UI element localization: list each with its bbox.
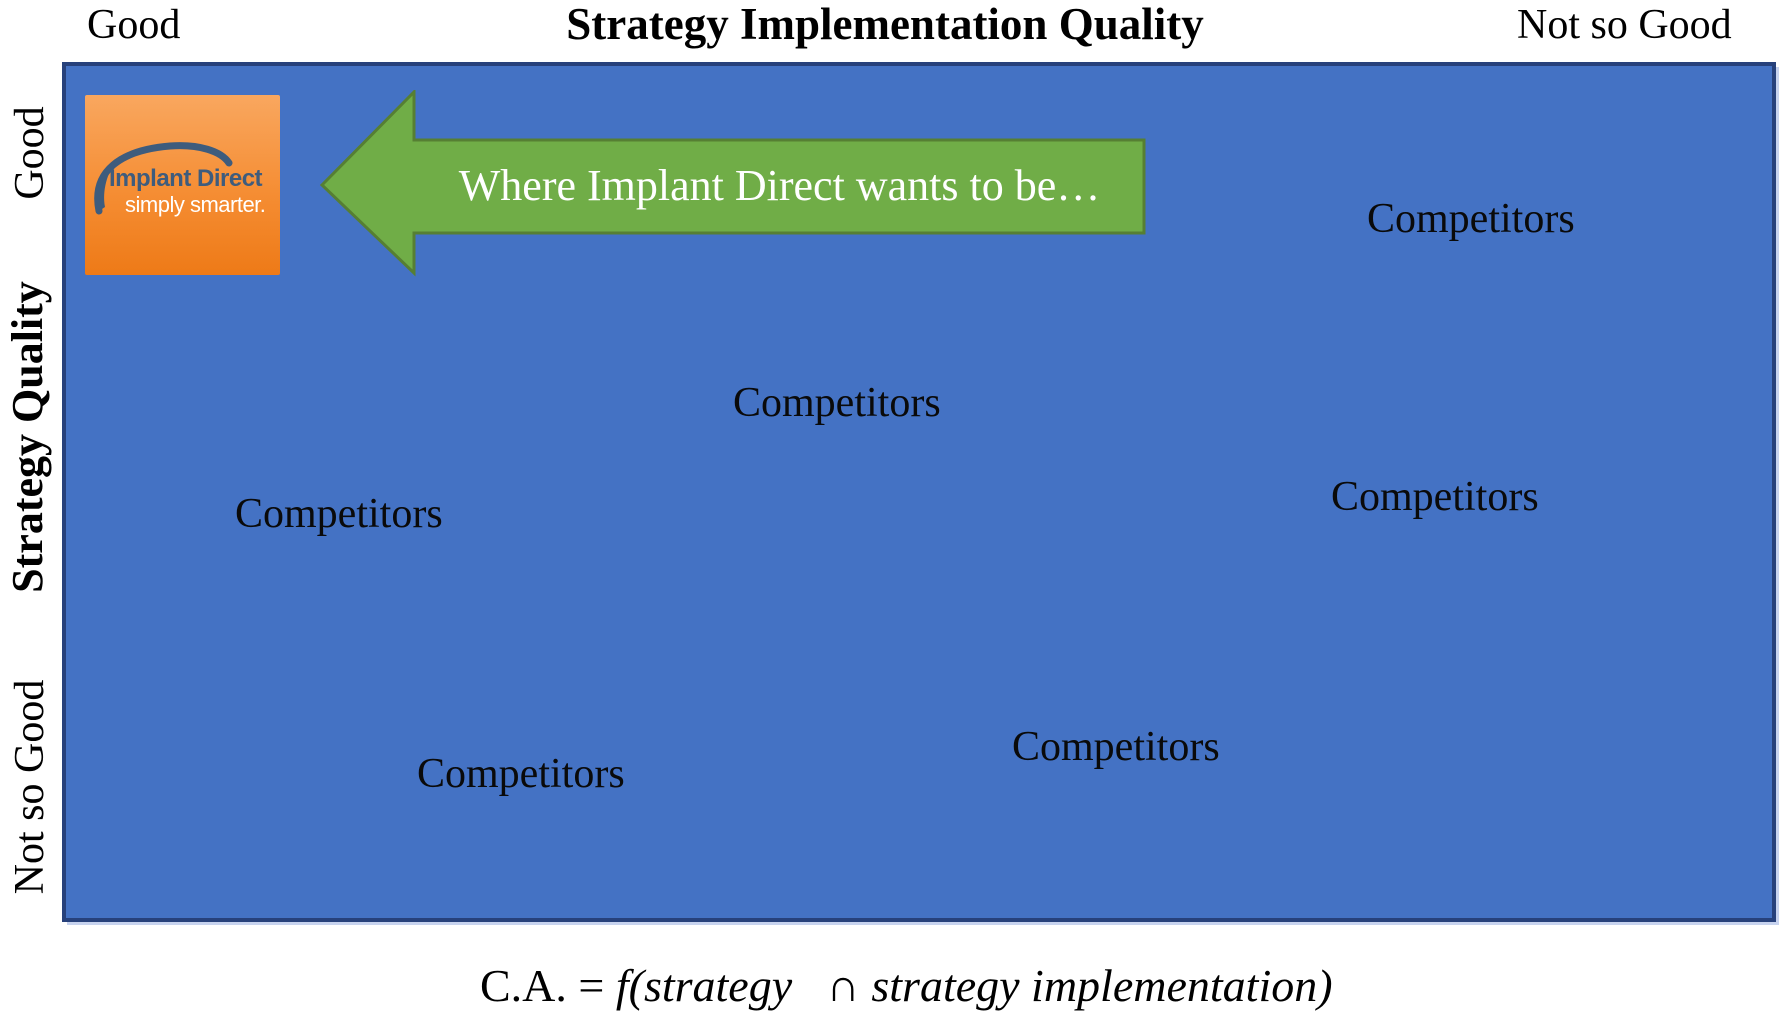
competitor-label-top-right: Competitors xyxy=(1367,196,1575,242)
competitor-label-middle-right: Competitors xyxy=(1331,474,1539,520)
swoosh-arc-icon xyxy=(94,142,233,215)
formula-prefix: C.A. = xyxy=(480,960,616,1011)
x-axis-title: Strategy Implementation Quality xyxy=(566,0,1204,49)
y-axis-bottom-label: Not so Good xyxy=(7,679,53,895)
y-axis-top-label: Good xyxy=(7,106,53,200)
y-axis-title: Strategy Quality xyxy=(3,281,52,593)
formula: C.A. = f(strategy ∩ strategy implementat… xyxy=(480,963,1333,1009)
competitor-label-bottom-center: Competitors xyxy=(1012,724,1220,770)
arrow-label: Where Implant Direct wants to be… xyxy=(458,161,1101,210)
formula-expression: f(strategy ∩ strategy implementation) xyxy=(615,960,1333,1011)
left-arrow-shape xyxy=(320,90,1146,277)
x-axis-left-label: Good xyxy=(87,2,181,48)
logo-line1: Implant Direct xyxy=(109,165,263,192)
competitor-label-middle-left: Competitors xyxy=(235,491,443,537)
implant-direct-logo: Implant Direct simply smarter. xyxy=(85,95,280,275)
competitor-label-middle-center: Competitors xyxy=(733,380,941,426)
competitor-label-bottom-left: Competitors xyxy=(417,751,625,797)
logo-line2: simply smarter. xyxy=(125,192,266,217)
x-axis-right-label: Not so Good xyxy=(1517,2,1732,48)
